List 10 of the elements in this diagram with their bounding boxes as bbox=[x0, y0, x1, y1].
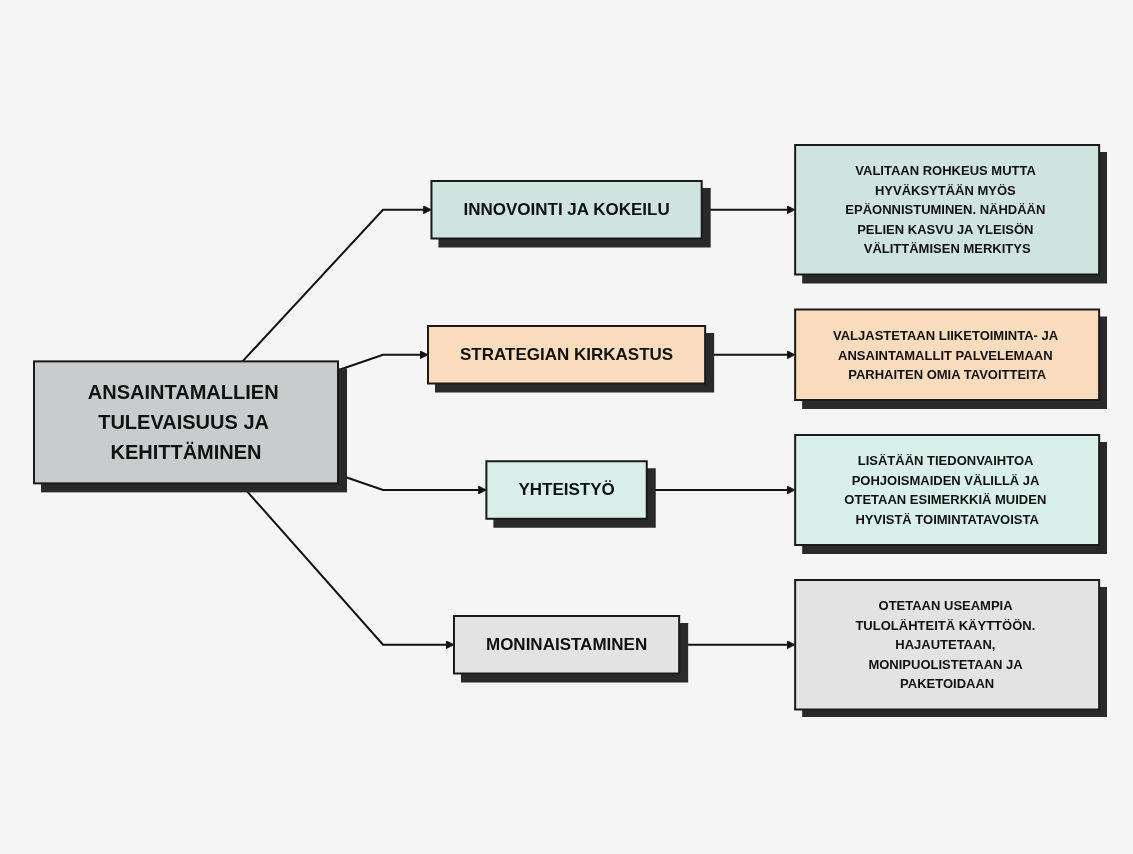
node-box: VALITAAN ROHKEUS MUTTA HYVÄKSYTÄÄN MYÖS EPÄONNISTUMINEN. NÄHDÄÄN PELIEN KASVU JA YLEISÖN VÄLITTÄMISEN MERKITYS bbox=[794, 143, 1101, 276]
node-box: VALJASTETAAN LIIKETOIMINTA- JA ANSAINTAMALLIT PALVELEMAAN PARHAITEN OMIA TAVOITTEITA bbox=[794, 308, 1101, 401]
arrow bbox=[241, 205, 432, 363]
node-box: MONINAISTAMINEN bbox=[452, 614, 681, 675]
node-box: ANSAINTAMALLIEN TULEVAISUUS JA KEHITTÄMINEN bbox=[32, 360, 339, 485]
node-box: LISÄTÄÄN TIEDONVAIHTOA POHJOISMAIDEN VÄLILLÄ JA OTETAAN ESIMERKKIÄ MUIDEN HYVISTÄ TOIMINTATAVOISTA bbox=[794, 433, 1101, 546]
node-box: STRATEGIAN KIRKASTUS bbox=[426, 324, 707, 385]
node-box: OTETAAN USEAMPIA TULOLÄHTEITÄ KÄYTTÖÖN. HAJAUTETAAN, MONIPUOLISTETAAN JA PAKETOIDAAN bbox=[794, 578, 1101, 711]
node-box: YHTEISTYÖ bbox=[485, 460, 648, 520]
node-box: INNOVOINTI JA KOKEILU bbox=[430, 179, 703, 240]
